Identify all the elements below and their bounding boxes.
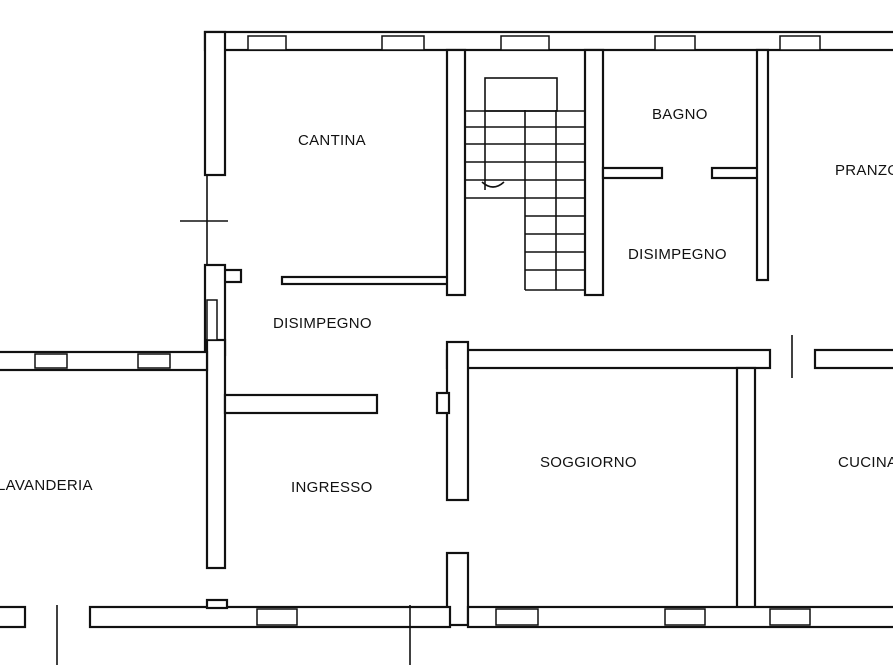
windows (34, 35, 821, 626)
room-label-disimpegno-upper: DISIMPEGNO (628, 246, 727, 263)
room-label-pranzo: PRANZO (835, 162, 893, 179)
room-label-bagno: BAGNO (652, 106, 708, 123)
room-label-disimpegno-left: DISIMPEGNO (273, 315, 372, 332)
walls (0, 30, 893, 665)
room-label-ingresso: INGRESSO (291, 479, 373, 496)
room-label-cantina: CANTINA (298, 132, 366, 149)
room-label-lavanderia: LAVANDERIA (0, 477, 93, 494)
staircase (465, 77, 585, 291)
room-label-cucina: CUCINA (838, 454, 893, 471)
room-label-soggiorno: SOGGIORNO (540, 454, 637, 471)
